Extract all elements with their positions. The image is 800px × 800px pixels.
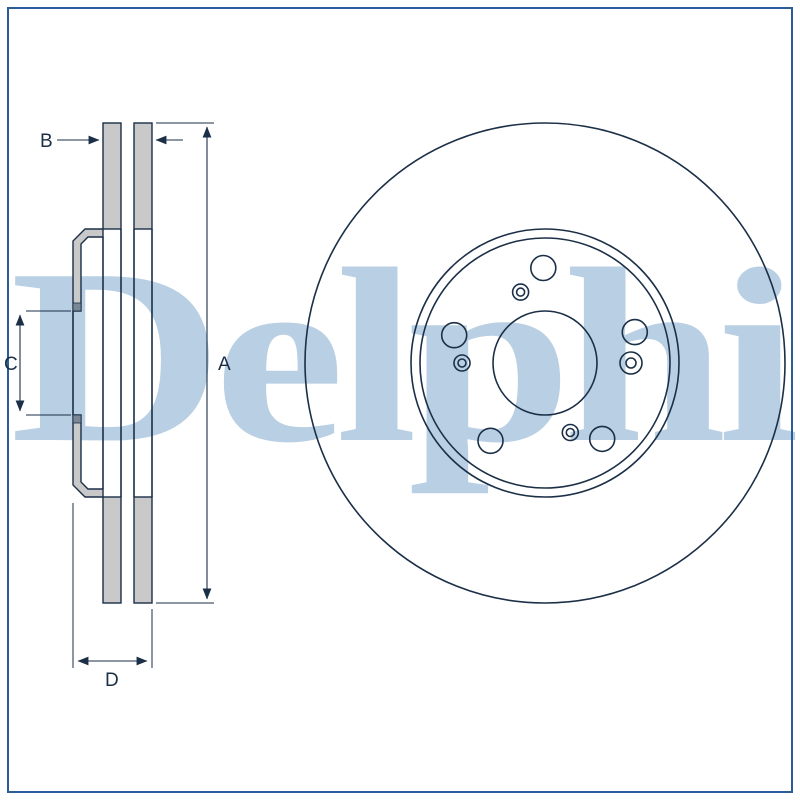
- centre-bore-circle: [492, 310, 598, 416]
- locating-hole: [511, 283, 530, 301]
- bolt-hole: [588, 425, 616, 453]
- bore-notch-top: [72, 302, 82, 312]
- bolt-hole: [477, 427, 504, 455]
- locating-hole: [453, 354, 471, 372]
- bolt-hole: [440, 321, 468, 349]
- section-top-inboard-plate: [133, 122, 153, 230]
- delphi-watermark: Delphi: [10, 218, 795, 495]
- locating-hole: [619, 351, 643, 375]
- locating-hole-inner: [565, 427, 576, 438]
- locating-hole-outer: [511, 283, 530, 301]
- dimension-A-label: A: [218, 354, 231, 375]
- locating-hole-inner: [625, 357, 637, 369]
- locating-hole-inner: [457, 358, 467, 368]
- bolt-hole: [621, 318, 649, 346]
- outer-diameter-circle: [304, 122, 786, 604]
- locating-hole: [561, 423, 580, 442]
- dimension-C: C: [4, 310, 71, 416]
- bore-notch-bottom: [72, 414, 82, 424]
- locating-hole-inner: [515, 287, 526, 297]
- section-bottom-outboard-plate: [102, 496, 122, 604]
- dimension-A: A: [156, 122, 231, 604]
- dimension-B-label: B: [40, 131, 53, 152]
- cross-section-view: B A C D: [4, 122, 231, 691]
- bolt-hole: [529, 254, 557, 282]
- dimension-B: B: [40, 131, 183, 152]
- locating-hole-outer: [561, 423, 580, 442]
- front-view: [304, 122, 786, 604]
- locating-hole-outer: [453, 354, 471, 372]
- hat-lower-section: [72, 414, 104, 498]
- hat-step-circle: [419, 237, 671, 489]
- dimension-D-label: D: [105, 670, 119, 691]
- section-bottom-inboard-plate: [133, 496, 153, 604]
- locating-hole-outer: [619, 351, 643, 375]
- hat-outer-circle: [410, 228, 680, 498]
- dimension-D: D: [72, 503, 153, 691]
- section-top-outboard-plate: [102, 122, 122, 230]
- dimension-C-label: C: [4, 354, 18, 375]
- page-border: [7, 7, 793, 793]
